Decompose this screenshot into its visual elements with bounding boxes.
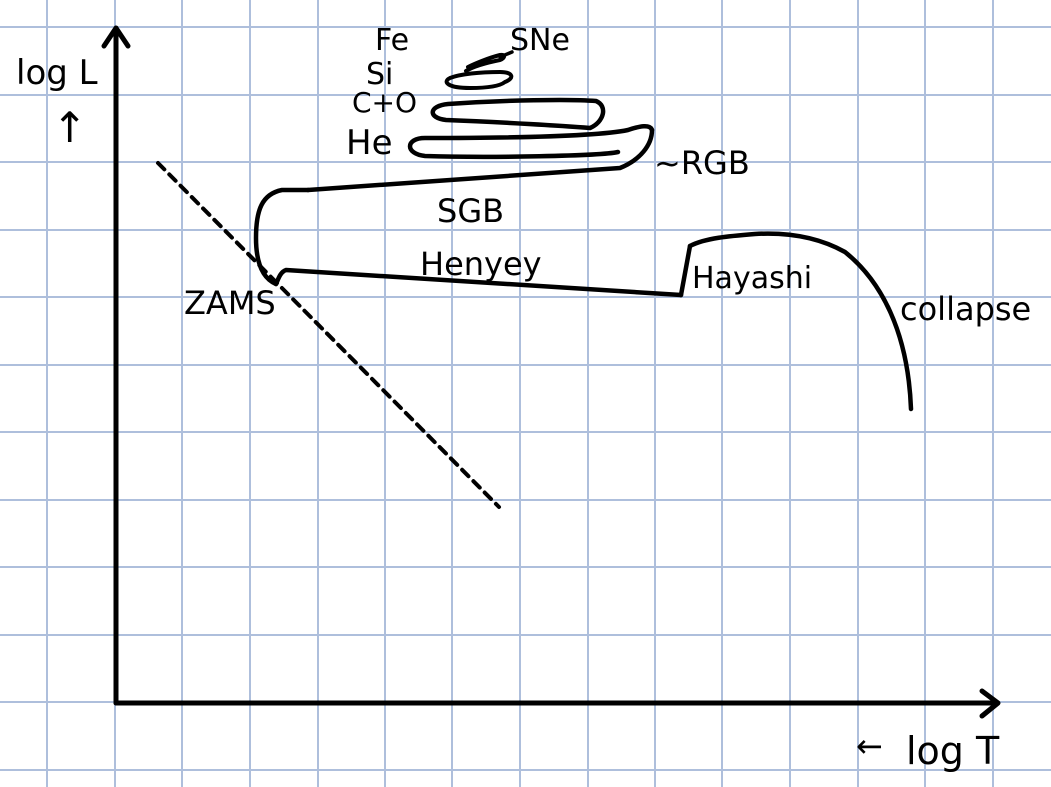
sgb-track [305, 127, 655, 193]
sgb-label: SGB [437, 192, 504, 230]
sne-tail [498, 50, 514, 59]
hayashi-label: Hayashi [692, 261, 812, 296]
ms-hook [253, 187, 311, 287]
sne-label: SNe [510, 23, 570, 58]
x-axis-arrowhead [979, 688, 1001, 719]
zams-label: ZAMS [184, 284, 276, 322]
si-loop [444, 70, 514, 90]
rgb-label: ~RGB [654, 144, 750, 182]
henyey-label: Henyey [420, 245, 542, 283]
co-loop [430, 97, 606, 131]
co-label: C+O [352, 86, 417, 119]
he-loop [407, 124, 655, 160]
y-axis-arrowhead [101, 25, 131, 49]
y-axis-label-arrow: ↑ [52, 103, 87, 152]
he-label: He [346, 123, 392, 163]
zams-line [156, 161, 501, 509]
x-axis-label-arrow: ← [856, 727, 883, 765]
axes [101, 25, 1001, 719]
hayashi-track [678, 243, 693, 298]
si-label: Si [366, 57, 393, 92]
collapse-label: collapse [900, 290, 1031, 328]
fe-label: Fe [375, 23, 409, 58]
x-axis-label: log T [906, 729, 1000, 773]
y-axis-label: log L [16, 53, 98, 93]
collapse-track [687, 231, 914, 412]
